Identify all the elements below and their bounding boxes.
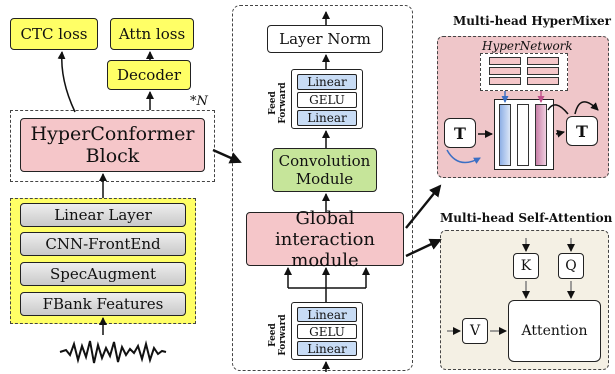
mixer-column-blue — [499, 104, 511, 166]
feed-forward-bottom-label: Feed Forward — [268, 314, 288, 356]
hypernetwork-weights-right — [527, 57, 559, 87]
hypernetwork-weights-left — [489, 57, 521, 87]
ff-top-linear-2: Linear — [297, 110, 357, 126]
cnn-frontend-box: CNN-FrontEnd — [20, 232, 186, 256]
ff-top-linear-1: Linear — [297, 74, 357, 90]
convolution-module-box: Convolution Module — [272, 148, 377, 192]
ff-bottom-gelu: GELU — [297, 324, 357, 339]
attention-box: Attention — [508, 300, 601, 362]
repeat-group — [10, 110, 215, 182]
hypernetwork-label: HyperNetwork — [482, 39, 573, 53]
ff-bottom-linear-1: Linear — [297, 307, 357, 322]
linear-layer-box: Linear Layer — [20, 203, 186, 227]
repeat-label: *N — [190, 94, 208, 109]
self-attention-title: Multi-head Self-Attention — [440, 211, 613, 225]
specaugment-box: SpecAugment — [20, 262, 186, 286]
query-box: Q — [558, 253, 584, 279]
mixer-column-pink — [535, 104, 547, 166]
value-box: V — [462, 318, 488, 344]
hyperconformer-block: HyperConformer Block — [20, 118, 205, 172]
layer-norm-box: Layer Norm — [267, 25, 383, 53]
ff-top-gelu: GELU — [297, 92, 357, 108]
key-box: K — [513, 253, 539, 279]
fbank-features-box: FBank Features — [20, 292, 186, 316]
decoder-box: Decoder — [107, 60, 191, 90]
mixer-column-white — [517, 104, 529, 166]
feed-forward-top-label: Feed Forward — [268, 82, 288, 124]
hypermixer-title: Multi-head HyperMixer — [453, 14, 611, 28]
transpose-output-box: T — [566, 116, 598, 146]
ctc-loss-box: CTC loss — [10, 18, 98, 50]
transpose-input-box: T — [444, 118, 476, 148]
ff-bottom-linear-2: Linear — [297, 341, 357, 356]
global-interaction-module-box: Global interaction module — [246, 208, 404, 271]
attn-loss-box: Attn loss — [110, 18, 194, 50]
